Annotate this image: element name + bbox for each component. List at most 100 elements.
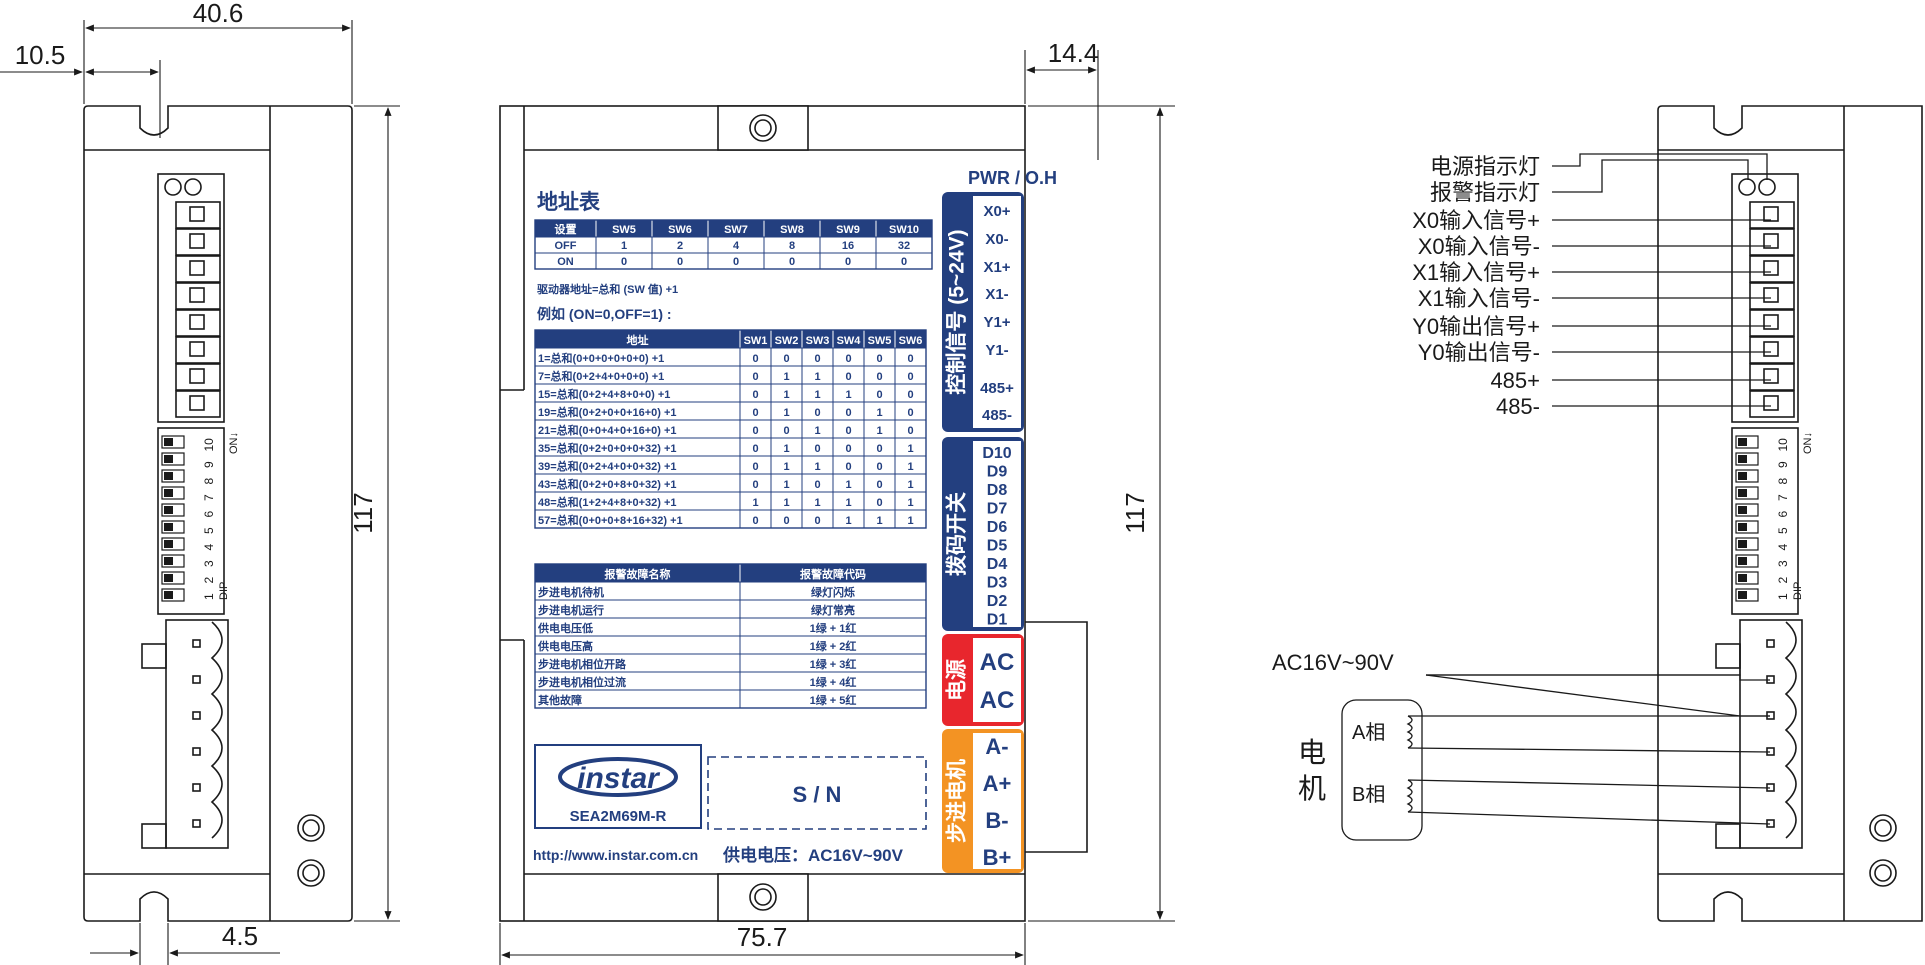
terminal-pin-label: 485+ <box>980 380 1014 397</box>
table-cell-text: 供电电压低 <box>537 621 593 635</box>
dim-front-height: 117 <box>1120 492 1150 533</box>
table-cell-text: 16 <box>842 240 854 252</box>
dip-number: 3 <box>202 560 216 567</box>
dip-number: 3 <box>1776 560 1790 567</box>
table-cell-text: 0 <box>876 479 882 491</box>
dip-switch-lever <box>164 455 173 463</box>
dip-number: 1 <box>1776 593 1790 600</box>
table-cell-text: 其他故障 <box>538 693 582 707</box>
table-cell-text: 1绿 + 5红 <box>810 693 857 707</box>
table-cell-text: 2 <box>677 240 683 252</box>
table-cell-text: 步进电机相位过流 <box>538 675 626 689</box>
dip-switch <box>1735 435 1759 449</box>
wiring-label: X1输入信号- <box>1418 286 1540 311</box>
table-cell-text: 0 <box>845 407 851 419</box>
table-cell-text: 0 <box>814 443 820 455</box>
dip-switch-lever <box>1738 472 1747 480</box>
dip-switch-lever <box>1738 489 1747 497</box>
table-header-text: SW2 <box>775 335 799 347</box>
table-cell-text: 1 <box>907 461 913 473</box>
terminal-pin-label: D2 <box>987 593 1008 610</box>
dip-number: 10 <box>202 438 216 452</box>
dip-switch <box>161 452 185 466</box>
table-cell-text: 0 <box>783 353 789 365</box>
dip-switch <box>161 554 185 568</box>
table-cell-text: 步进电机待机 <box>538 585 604 599</box>
dip-number: 9 <box>202 461 216 468</box>
table-cell-text: 4 <box>733 240 740 252</box>
table-header-text: SW1 <box>744 335 768 347</box>
dip-switch-lever <box>1738 574 1747 582</box>
wiring-label: X0输入信号+ <box>1412 208 1540 233</box>
table-cell-text: 0 <box>845 371 851 383</box>
terminal-pin-label: B+ <box>983 845 1012 870</box>
dip-number: 5 <box>1776 527 1790 534</box>
dip-number: 2 <box>1776 577 1790 584</box>
motor-panel: 步进电机 A-A+B-B+ <box>942 729 1024 873</box>
table-cell-text: 1绿 + 1红 <box>810 621 857 635</box>
left-side-view <box>83 105 353 922</box>
formula-text: 驱动器地址=总和 (SW 值) +1 <box>537 282 678 296</box>
dip-number: 6 <box>202 511 216 518</box>
power-group-label: 电源 <box>946 659 969 701</box>
example-text: 例如 (ON=0,OFF=1) : <box>537 306 672 322</box>
dim-width-total: 40.6 <box>193 0 244 28</box>
terminal-pin-label: D6 <box>987 519 1008 536</box>
dip-switch-lever <box>1738 557 1747 565</box>
table-cell-text: 1 <box>907 443 913 455</box>
table-cell-text: 15=总和(0+2+4+8+0+0) +1 <box>538 387 670 401</box>
logo-box: instar SEA2M69M-R <box>534 744 702 829</box>
wiring-label: 485- <box>1496 394 1540 419</box>
url-text: http://www.instar.com.cn <box>533 847 698 863</box>
table-cell-text: 0 <box>783 515 789 527</box>
supply-text: 供电电压：AC16V~90V <box>722 845 904 865</box>
terminal-pin-label: AC <box>980 687 1015 714</box>
phase-a-label: A相 <box>1352 721 1385 744</box>
table-cell-text: 0 <box>752 461 758 473</box>
address-title: 地址表 <box>537 190 601 214</box>
ac-label: AC16V~90V <box>1272 650 1394 675</box>
dip-on-label-right: ON↓ <box>1802 432 1814 454</box>
table-cell-text: 0 <box>907 353 913 365</box>
terminal-pin-label: 485- <box>982 407 1012 424</box>
table-header-text: SW10 <box>889 224 919 236</box>
table-cell-text: 0 <box>814 353 820 365</box>
table-cell-text: 1 <box>783 389 789 401</box>
dip-switch <box>1735 520 1759 534</box>
table-cell-text: OFF <box>555 240 577 252</box>
motor-char-2: 机 <box>1298 773 1326 804</box>
table-header-text: SW4 <box>837 335 862 347</box>
terminal-pin-label: D8 <box>987 482 1008 499</box>
table-cell-text: 1 <box>845 497 851 509</box>
dip-switch <box>1735 452 1759 466</box>
dim-height-left: 117 <box>348 492 378 533</box>
table-cell-text: 0 <box>876 497 882 509</box>
table-cell-text: 0 <box>752 353 758 365</box>
terminal-pin-label: X0+ <box>983 203 1010 220</box>
dip-switch <box>1735 537 1759 551</box>
dip-switch-lever <box>164 574 173 582</box>
dip-switch-lever <box>164 438 173 446</box>
phase-b-label: B相 <box>1352 783 1385 806</box>
table-cell-text: 1 <box>845 389 851 401</box>
dip-number: 8 <box>202 478 216 485</box>
terminal-pin-label: B- <box>985 808 1008 833</box>
table-header-text: SW6 <box>668 224 692 236</box>
table-cell-text: 43=总和(0+2+0+8+0+32) +1 <box>538 477 677 491</box>
logo-text: instar <box>577 762 661 795</box>
table-cell-text: 0 <box>845 443 851 455</box>
dip-label-right: DIP <box>1792 582 1804 600</box>
table-cell-text: 1绿 + 3红 <box>810 657 857 671</box>
table-cell-text: 0 <box>621 256 627 268</box>
dip-switch-lever <box>164 506 173 514</box>
table-cell-text: 绿灯闪烁 <box>811 585 855 599</box>
dip-number: 10 <box>1776 438 1790 452</box>
terminal-pin-label: A- <box>985 734 1008 759</box>
dip-switch <box>1735 554 1759 568</box>
table-cell-text: 1 <box>783 461 789 473</box>
table-cell-text: 35=总和(0+2+0+0+0+32) +1 <box>538 441 677 455</box>
table-cell-text: 步进电机相位开路 <box>538 657 627 671</box>
table-cell-text: 1 <box>876 407 882 419</box>
table-cell-text: 0 <box>733 256 739 268</box>
